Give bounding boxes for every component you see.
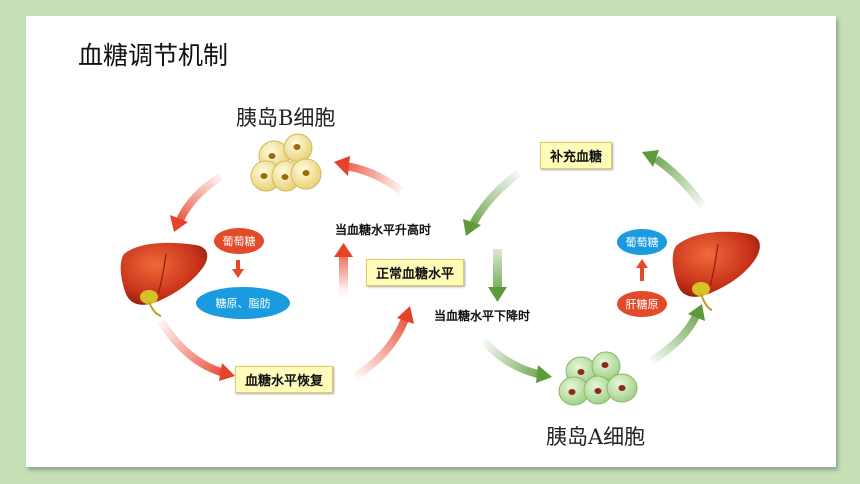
- red-arrow-to-liver: [170, 172, 224, 232]
- page-title: 血糖调节机制: [78, 41, 229, 70]
- red-arrow-to-beta-cells: [334, 156, 404, 195]
- liver-right-image: [672, 231, 760, 311]
- fall-caption: 当血糖水平下降时: [434, 309, 531, 323]
- alpha-cell-label: 胰岛A细胞: [546, 425, 646, 449]
- alpha-cells-image: [558, 351, 638, 406]
- green-arrow-to-normal: [463, 169, 522, 236]
- supplement-box: 补充血糖: [540, 142, 613, 169]
- right-glucose-pill: 葡萄糖: [617, 229, 667, 255]
- rise-caption: 当血糖水平升高时: [335, 223, 432, 237]
- liver-left-image: [120, 242, 208, 317]
- green-arrow-to-alpha-cells: [480, 338, 552, 383]
- red-arrow-to-normal: [353, 306, 414, 380]
- green-down-arrow-fall: [488, 249, 507, 302]
- beta-cells-image: [250, 133, 322, 192]
- green-arrow-to-liver: [648, 304, 705, 365]
- slide-canvas: 血糖调节机制 胰岛B细胞 胰岛A细胞 补充血糖 正常血糖水平 血糖水平恢复 当血…: [26, 16, 836, 467]
- green-arrow-to-supplement: [642, 150, 707, 209]
- left-glucose-pill: 葡萄糖: [214, 228, 264, 254]
- diagram-graphics: [120, 133, 760, 406]
- right-glycogen-to-glucose-arrow: [636, 259, 648, 281]
- normal-level-box: 正常血糖水平: [366, 259, 465, 286]
- left-glucose-to-storage-arrow: [232, 260, 244, 278]
- beta-cell-label: 胰岛B细胞: [236, 106, 336, 130]
- left-storage-pill: 糖原、脂肪: [196, 287, 290, 319]
- right-glycogen-pill: 肝糖原: [617, 291, 667, 317]
- recovery-box: 血糖水平恢复: [235, 366, 334, 393]
- red-arrow-to-recovery: [157, 318, 235, 381]
- red-up-arrow-rise: [334, 243, 353, 296]
